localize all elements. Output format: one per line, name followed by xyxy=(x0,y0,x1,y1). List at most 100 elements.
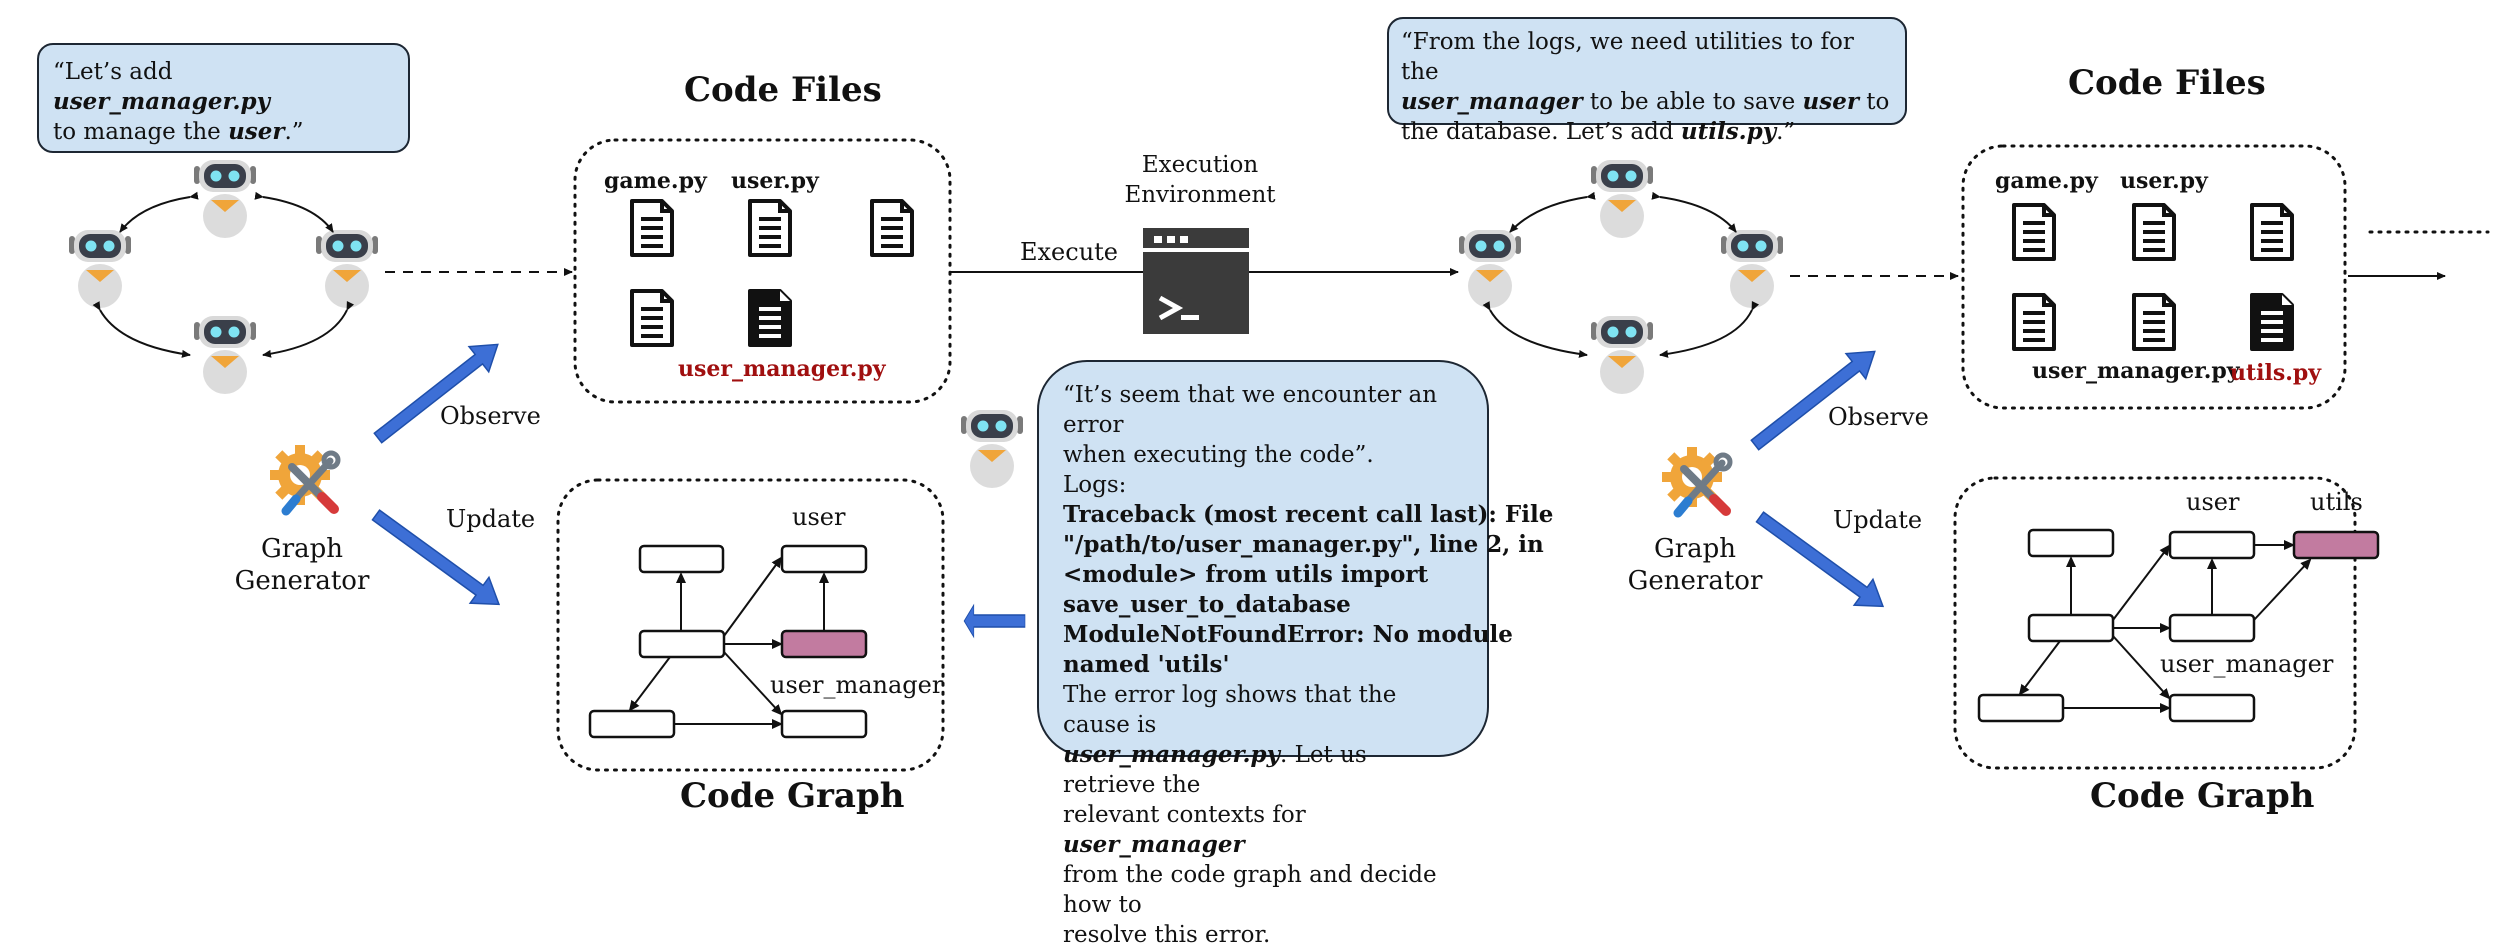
code-graph-title-right: Code Graph xyxy=(2090,776,2315,816)
bubble-text: to xyxy=(1858,89,1890,115)
graph-node-user-manager xyxy=(2168,613,2256,643)
diagram-canvas xyxy=(69,138,2490,772)
file-label-user: user.py xyxy=(731,168,819,194)
code-files-title-right: Code Files xyxy=(2068,63,2266,103)
file-label-utils: utils.py xyxy=(2230,360,2322,386)
bubble-text: “It’s seem that we encounter an error xyxy=(1063,382,1438,438)
terminal-icon xyxy=(1143,228,1249,334)
graph-node xyxy=(638,629,726,659)
agent-ring-right xyxy=(1459,160,1783,394)
bubble-emphasis: user_manager.py xyxy=(53,88,270,115)
generator-label-line: Generator xyxy=(234,566,370,596)
file-label-user-manager: user_manager.py xyxy=(678,356,886,382)
file-label-user-manager: user_manager.py xyxy=(2032,358,2240,384)
bubble-text: .” xyxy=(284,119,304,145)
code-files-title-left: Code Files xyxy=(684,70,882,110)
bubble-emphasis: user xyxy=(1802,88,1859,115)
graph-node-user-manager xyxy=(780,629,868,659)
bubble-text: the database. Let’s add xyxy=(1401,119,1681,145)
generator-label-line: Graph xyxy=(260,534,344,564)
robot-icon xyxy=(194,160,256,238)
env-label-line: Environment xyxy=(1124,182,1276,208)
file-icon xyxy=(748,289,792,347)
log-line: save_user_to_database xyxy=(1063,591,1351,618)
bubble-emphasis: user_manager xyxy=(1063,831,1245,858)
file-icon xyxy=(2250,293,2294,351)
bubble-text: “From the logs, we need utilities to for… xyxy=(1401,29,1854,85)
file-icon xyxy=(630,289,674,347)
speech-bubble-left: “Let’s add user_manager.py to manage the… xyxy=(37,43,410,153)
robot-icon xyxy=(1591,316,1653,394)
code-graph-right xyxy=(1977,528,2380,723)
bubble-emphasis: user xyxy=(228,118,285,145)
log-line: Traceback (most recent call last): File xyxy=(1063,501,1554,528)
log-line: "/path/to/user_manager.py", line 2, in xyxy=(1063,531,1544,558)
env-label-line: Execution xyxy=(1141,152,1259,178)
tools-gear-icon xyxy=(270,445,338,511)
graph-generator-label-right: Graph Generator xyxy=(1625,533,1765,597)
file-icon xyxy=(870,199,914,257)
code-files-box-right xyxy=(1961,144,2347,410)
graph-node-user xyxy=(2168,530,2256,560)
graph-label-user-manager: user_manager xyxy=(770,671,944,699)
agent-ring-left xyxy=(69,160,378,394)
file-label-game: game.py xyxy=(604,168,707,194)
execution-environment-label: Execution Environment xyxy=(1120,150,1280,210)
graph-node xyxy=(780,709,868,739)
graph-node-utils xyxy=(2292,530,2380,560)
file-icon xyxy=(630,199,674,257)
code-graph-left xyxy=(588,544,868,739)
graph-node xyxy=(588,709,676,739)
code-graph-box-right xyxy=(1953,476,2357,770)
bubble-text: when executing the code”. xyxy=(1063,442,1374,468)
feedback-arrow xyxy=(963,604,1026,638)
graph-node xyxy=(638,544,725,574)
file-icon xyxy=(2012,203,2056,261)
robot-icon xyxy=(194,316,256,394)
tools-gear-icon xyxy=(1662,447,1730,513)
bubble-text: to manage the xyxy=(53,119,229,145)
file-icon xyxy=(2132,293,2176,351)
robot-icon xyxy=(316,230,378,308)
graph-node xyxy=(2027,613,2115,643)
graph-node-user xyxy=(780,544,868,574)
file-icon xyxy=(2132,203,2176,261)
update-label-right: Update xyxy=(1833,506,1923,534)
graph-node xyxy=(1977,693,2065,723)
bubble-text: . Let us retrieve the xyxy=(1063,742,1367,798)
bubble-emphasis: utils.py xyxy=(1680,118,1777,145)
observe-arrow-left xyxy=(367,331,509,452)
robot-icon xyxy=(69,230,131,308)
robot-icon xyxy=(1459,230,1521,308)
execute-label: Execute xyxy=(1020,238,1119,266)
graph-label-user-manager: user_manager xyxy=(2160,650,2334,678)
graph-label-user: user xyxy=(2186,488,2240,516)
graph-node xyxy=(2168,693,2256,723)
bubble-emphasis: user_manager.py xyxy=(1063,741,1280,768)
file-icon xyxy=(748,199,792,257)
log-line: named 'utils' xyxy=(1063,651,1230,678)
robot-icon xyxy=(1721,230,1783,308)
code-graph-box-left xyxy=(556,478,945,772)
graph-label-utils: utils xyxy=(2310,488,2363,516)
robot-icon xyxy=(1591,160,1653,238)
bubble-text: Logs: xyxy=(1063,472,1127,498)
code-graph-title-left: Code Graph xyxy=(680,776,905,816)
file-label-game: game.py xyxy=(1995,168,2098,194)
bubble-text: resolve this error. xyxy=(1063,922,1271,948)
file-icon xyxy=(2012,293,2056,351)
graph-node xyxy=(2027,528,2115,558)
speech-bubble-error: “It’s seem that we encounter an error wh… xyxy=(1037,360,1554,948)
graph-label-user: user xyxy=(792,503,846,531)
file-icon xyxy=(2250,203,2294,261)
generator-label-line: Generator xyxy=(1627,566,1763,596)
graph-generator-label-left: Graph Generator xyxy=(232,533,372,597)
bubble-emphasis: user_manager xyxy=(1401,88,1583,115)
log-line: <module> from utils import xyxy=(1063,561,1429,588)
bubble-text: relevant contexts for xyxy=(1063,802,1306,828)
file-label-user: user.py xyxy=(2120,168,2208,194)
bubble-text: from the code graph and decide how to xyxy=(1063,862,1437,918)
bubble-text: .” xyxy=(1776,119,1796,145)
bubble-text: “Let’s add xyxy=(53,59,173,85)
observe-label-right: Observe xyxy=(1828,403,1929,431)
